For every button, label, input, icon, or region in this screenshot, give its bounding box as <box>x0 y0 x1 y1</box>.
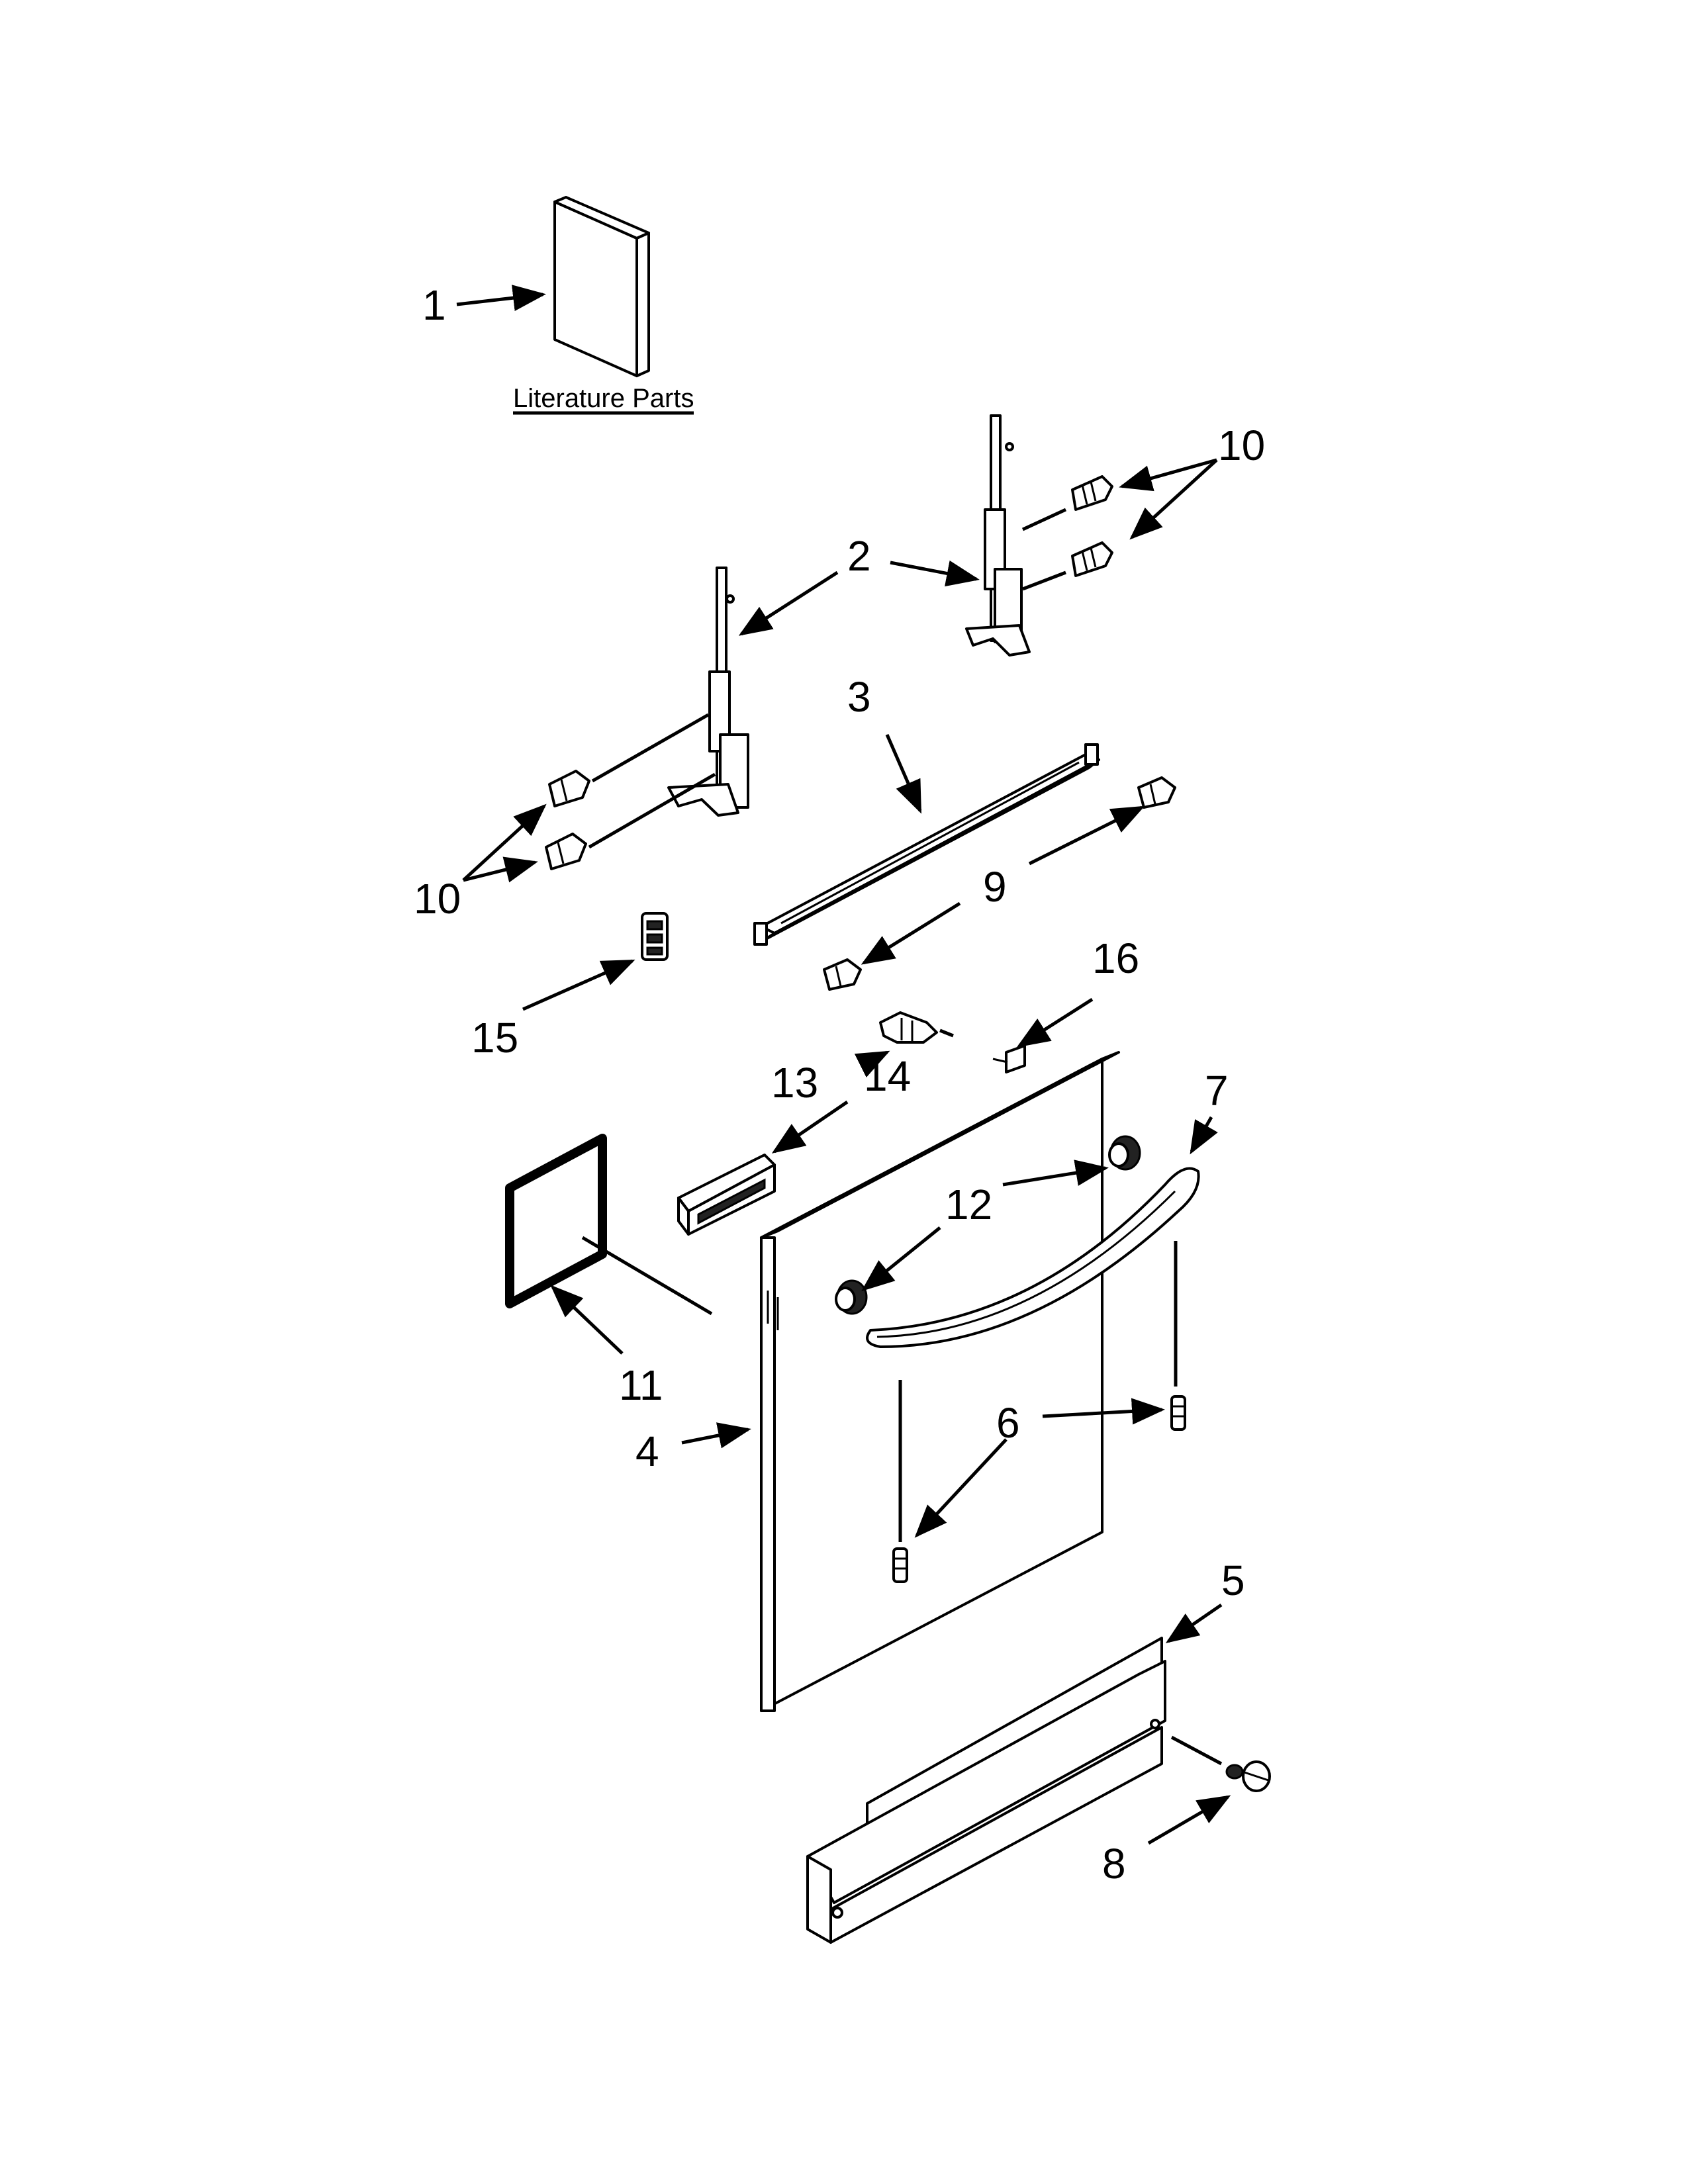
part-1-literature-booklet <box>553 196 650 377</box>
part-4-door-panel <box>760 1051 1120 1712</box>
part-16-bracket <box>992 1044 1026 1073</box>
part-10-screw-left-upper <box>548 770 590 807</box>
part-8-screw <box>1225 1760 1271 1792</box>
part-9-screw-left <box>823 958 862 991</box>
part-15-clip <box>641 912 669 961</box>
callout-5: 5 <box>1221 1557 1245 1604</box>
literature-parts-label: Literature Parts <box>513 384 694 413</box>
callout-1: 1 <box>422 281 446 329</box>
callout-14: 14 <box>864 1052 911 1100</box>
part-10-screw-left-lower <box>545 833 587 870</box>
callout-11: 11 <box>619 1361 663 1409</box>
part-10-screw-right-lower <box>1071 541 1113 577</box>
callout-10-top: 10 <box>1218 422 1265 469</box>
part-10-screw-right-upper <box>1071 475 1113 511</box>
callout-8: 8 <box>1102 1840 1126 1888</box>
callout-16: 16 <box>1092 934 1139 982</box>
part-6-set-screw-left <box>892 1547 908 1583</box>
alignment-lines <box>581 508 1223 1766</box>
part-12-standoff-left <box>835 1279 868 1315</box>
part-11-gasket <box>505 1134 607 1308</box>
part-12-standoff-right <box>1108 1135 1141 1171</box>
callout-4: 4 <box>635 1428 659 1475</box>
callout-leaders <box>456 285 1231 1845</box>
callout-15: 15 <box>471 1014 518 1062</box>
callout-2: 2 <box>847 532 871 580</box>
callout-9: 9 <box>983 863 1007 911</box>
callout-7: 7 <box>1205 1067 1229 1115</box>
part-6-set-screw-right <box>1170 1395 1186 1431</box>
part-9-screw-right <box>1137 776 1176 809</box>
callout-3: 3 <box>847 673 871 721</box>
part-2-hinge-right <box>965 414 1031 657</box>
callout-6: 6 <box>996 1399 1020 1447</box>
part-5-kick-plate <box>806 1637 1166 1944</box>
part-3-door-rail <box>753 743 1100 946</box>
callout-13: 13 <box>771 1059 818 1107</box>
callout-10-left: 10 <box>414 875 461 923</box>
callout-12: 12 <box>945 1181 992 1228</box>
part-7-handle <box>866 1167 1200 1348</box>
part-14-vent <box>677 1154 776 1236</box>
part-13-screw <box>879 1011 938 1044</box>
